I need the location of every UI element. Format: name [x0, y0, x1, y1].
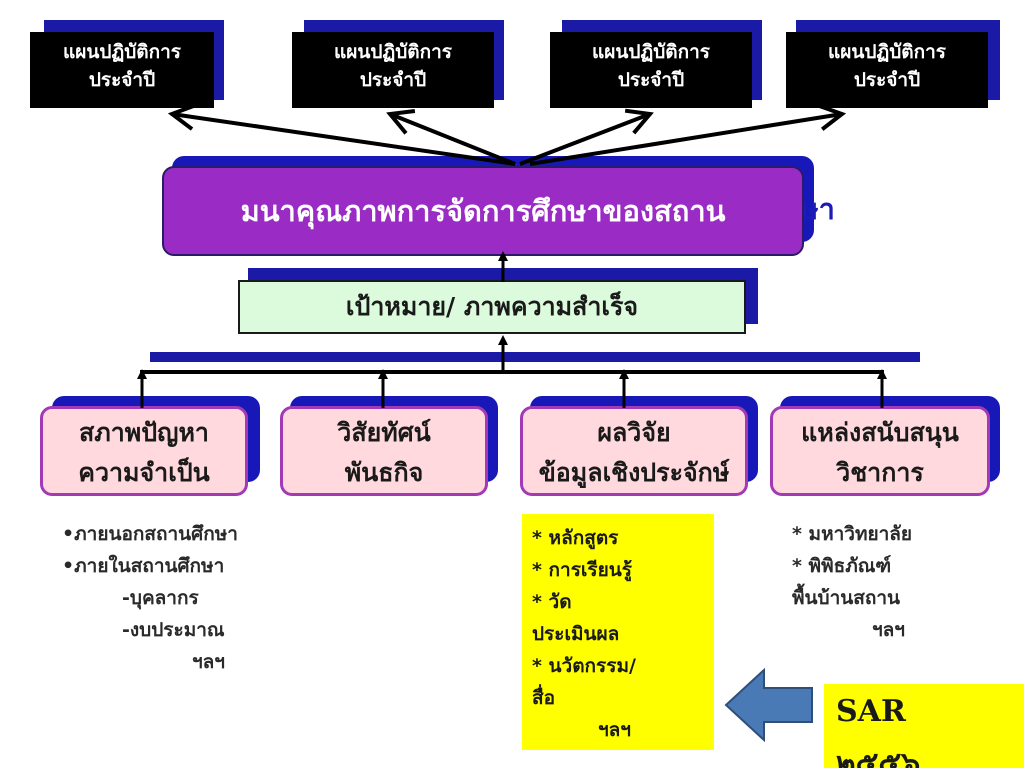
- problem-item-2: •ภายในสถานศึกษา: [62, 555, 225, 577]
- plan-box-3: แผนปฏิบัติการ ประจำปี: [550, 32, 752, 108]
- support-item-1: * มหาวิทยาลัย: [792, 523, 913, 545]
- source-1-line1: สภาพปัญหา: [79, 418, 209, 447]
- sar-year: ๒๕๕๖: [836, 746, 921, 768]
- problem-item-1: •ภายนอกสถานศึกษา: [62, 523, 238, 545]
- source-box-4: แหล่งสนับสนุน วิชาการ: [770, 406, 990, 496]
- research-list: * หลักสูตร * การเรียนรู้ * วัด ประเมินผล…: [522, 514, 714, 750]
- source-3-line1: ผลวิจัย: [597, 418, 671, 447]
- source-3-line2: ข้อมูลเชิงประจักษ์: [538, 458, 730, 487]
- plan-box-1-line1: แผนปฏิบัติการ: [63, 41, 181, 63]
- goal-text: เป้าหมาย/ ภาพความสำเร็จ: [345, 292, 639, 321]
- support-etc: ฯลฯ: [872, 619, 905, 641]
- source-box-3: ผลวิจัย ข้อมูลเชิงประจักษ์: [520, 406, 748, 496]
- sar-arrow-icon: [724, 667, 813, 743]
- source-4-line1: แหล่งสนับสนุน: [801, 418, 959, 447]
- support-list: * มหาวิทยาลัย * พิพิธภัณฑ์ พื้นบ้านสถาน …: [792, 518, 912, 646]
- plan-fan-arrows: [172, 114, 842, 166]
- research-etc: ฯลฯ: [598, 719, 631, 738]
- source-box-2: วิสัยทัศน์ พันธกิจ: [280, 406, 488, 496]
- connector-bar: [150, 352, 920, 362]
- research-item-5: * นวัตกรรม/: [532, 655, 636, 677]
- plan-box-4-line1: แผนปฏิบัติการ: [828, 41, 946, 63]
- main-plan-box-text: มนาคุณภาพการจัดการศึกษาของสถาน: [240, 194, 726, 228]
- plan-box-2: แผนปฏิบัติการ ประจำปี: [292, 32, 494, 108]
- problem-list: •ภายนอกสถานศึกษา •ภายในสถานศึกษา -บุคลาก…: [62, 518, 238, 678]
- goal-box: เป้าหมาย/ ภาพความสำเร็จ: [238, 280, 746, 334]
- research-item-3: * วัด: [532, 591, 572, 613]
- source-4-line2: วิชาการ: [836, 458, 924, 487]
- problem-etc: ฯลฯ: [192, 651, 225, 673]
- plan-box-1: แผนปฏิบัติการ ประจำปี: [30, 32, 214, 108]
- source-2-line1: วิสัยทัศน์: [337, 418, 431, 447]
- plan-box-2-line2: ประจำปี: [359, 69, 427, 91]
- source-1-line2: ความจำเป็น: [78, 458, 210, 487]
- plan-box-3-line1: แผนปฏิบัติการ: [592, 41, 710, 63]
- research-item-4: ประเมินผล: [532, 623, 620, 645]
- sar-box: SAR ๒๕๕๖: [824, 684, 1024, 768]
- research-item-6: สื่อ: [532, 687, 556, 709]
- research-item-2: * การเรียนรู้: [532, 559, 632, 581]
- source-2-line2: พันธกิจ: [344, 458, 424, 487]
- research-item-1: * หลักสูตร: [532, 527, 619, 549]
- support-item-3: พื้นบ้านสถาน: [792, 587, 900, 609]
- plan-box-3-line2: ประจำปี: [617, 69, 685, 91]
- plan-box-1-line2: ประจำปี: [88, 69, 156, 91]
- plan-box-4: แผนปฏิบัติการ ประจำปี: [786, 32, 988, 108]
- support-item-2: * พิพิธภัณฑ์: [792, 555, 892, 577]
- source-box-1: สภาพปัญหา ความจำเป็น: [40, 406, 248, 496]
- problem-subitem-2: -งบประมาณ: [122, 619, 225, 641]
- plan-box-2-line1: แผนปฏิบัติการ: [334, 41, 452, 63]
- plan-box-4-line2: ประจำปี: [853, 69, 921, 91]
- sar-label: SAR: [836, 694, 906, 729]
- main-plan-box: มนาคุณภาพการจัดการศึกษาของสถาน: [162, 166, 804, 256]
- problem-subitem-1: -บุคลากร: [122, 587, 199, 609]
